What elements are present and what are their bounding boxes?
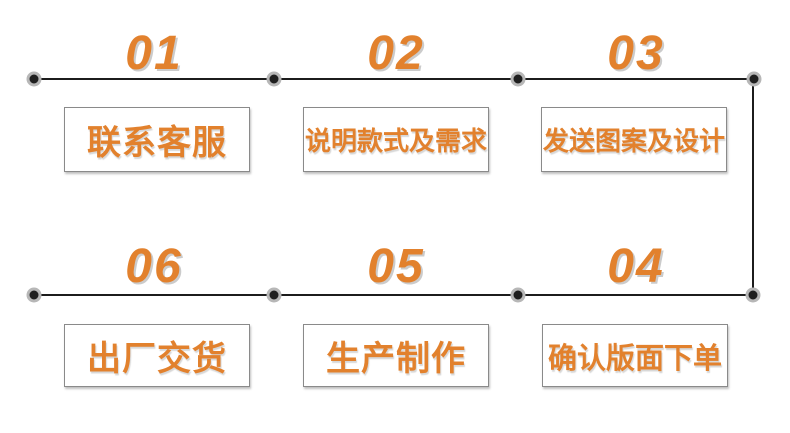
step-box-production: 生产制作 xyxy=(303,324,489,387)
step-number-01: 01 xyxy=(125,27,183,80)
timeline-dot xyxy=(26,287,42,303)
step-label: 发送图案及设计 xyxy=(542,126,725,156)
step-number-02: 02 xyxy=(367,27,425,80)
step-label: 联系客服 xyxy=(87,124,227,162)
timeline-bottom-line xyxy=(34,294,753,296)
timeline-dot xyxy=(510,71,526,87)
timeline-top-line xyxy=(34,78,754,80)
step-box-confirm-layout-order: 确认版面下单 xyxy=(542,324,728,387)
step-label: 出厂交货 xyxy=(87,340,227,378)
timeline-dot xyxy=(746,71,762,87)
step-box-explain-style-needs: 说明款式及需求 xyxy=(303,107,489,172)
step-label: 确认版面下单 xyxy=(547,342,722,375)
timeline-dot xyxy=(266,71,282,87)
step-box-factory-delivery: 出厂交货 xyxy=(64,324,250,387)
step-number-04: 04 xyxy=(607,240,665,293)
timeline-vertical-connector xyxy=(752,79,754,296)
step-box-send-artwork-design: 发送图案及设计 xyxy=(541,107,727,172)
timeline-dot xyxy=(26,71,42,87)
step-number-05: 05 xyxy=(367,240,425,293)
step-label: 说明款式及需求 xyxy=(304,126,487,156)
timeline-dot xyxy=(745,287,761,303)
timeline-dot xyxy=(510,287,526,303)
timeline-dot xyxy=(266,287,282,303)
step-label: 生产制作 xyxy=(326,340,466,378)
step-box-contact-service: 联系客服 xyxy=(64,107,250,172)
step-number-03: 03 xyxy=(607,27,665,80)
step-number-06: 06 xyxy=(125,240,183,293)
